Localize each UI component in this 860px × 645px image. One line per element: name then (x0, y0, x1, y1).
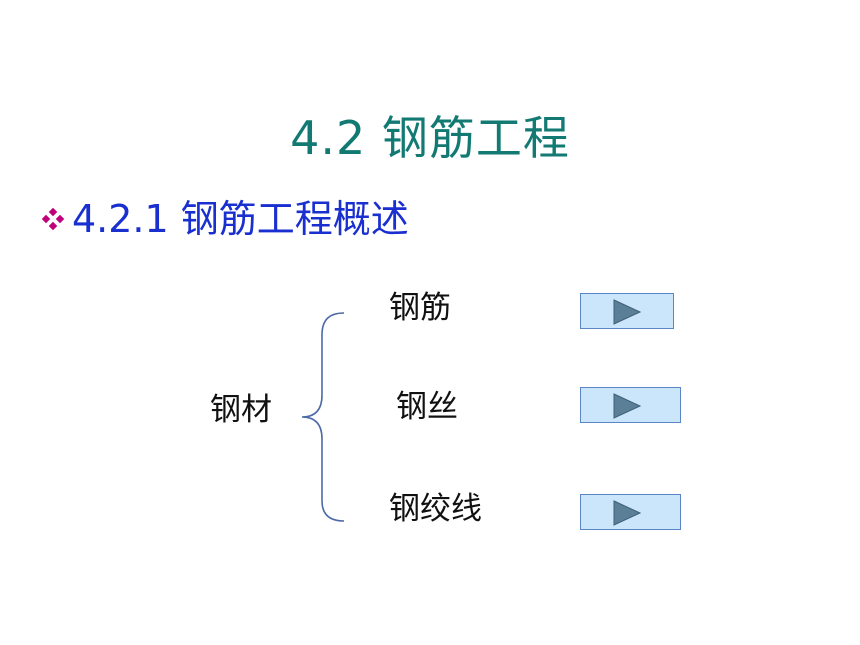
subtitle-row: 4.2.1 钢筋工程概述 (40, 191, 409, 247)
branch-label-steel-wire: 钢丝 (396, 389, 458, 425)
section-subtitle: 4.2.1 钢筋工程概述 (72, 197, 409, 241)
root-label: 钢材 (210, 392, 272, 428)
slide-title: 4.2 钢筋工程 (290, 111, 570, 165)
branch-label-steel-bar: 钢筋 (389, 290, 451, 326)
steel-wire-play-button[interactable] (580, 387, 681, 423)
diamond-bullet-icon (41, 207, 65, 231)
play-icon (613, 393, 642, 419)
steel-bar-play-button[interactable] (580, 293, 674, 329)
steel-strand-play-button[interactable] (580, 494, 681, 530)
play-icon (613, 299, 642, 325)
curly-brace (301, 312, 345, 522)
branch-label-steel-strand: 钢绞线 (389, 491, 482, 527)
play-icon (613, 500, 642, 526)
